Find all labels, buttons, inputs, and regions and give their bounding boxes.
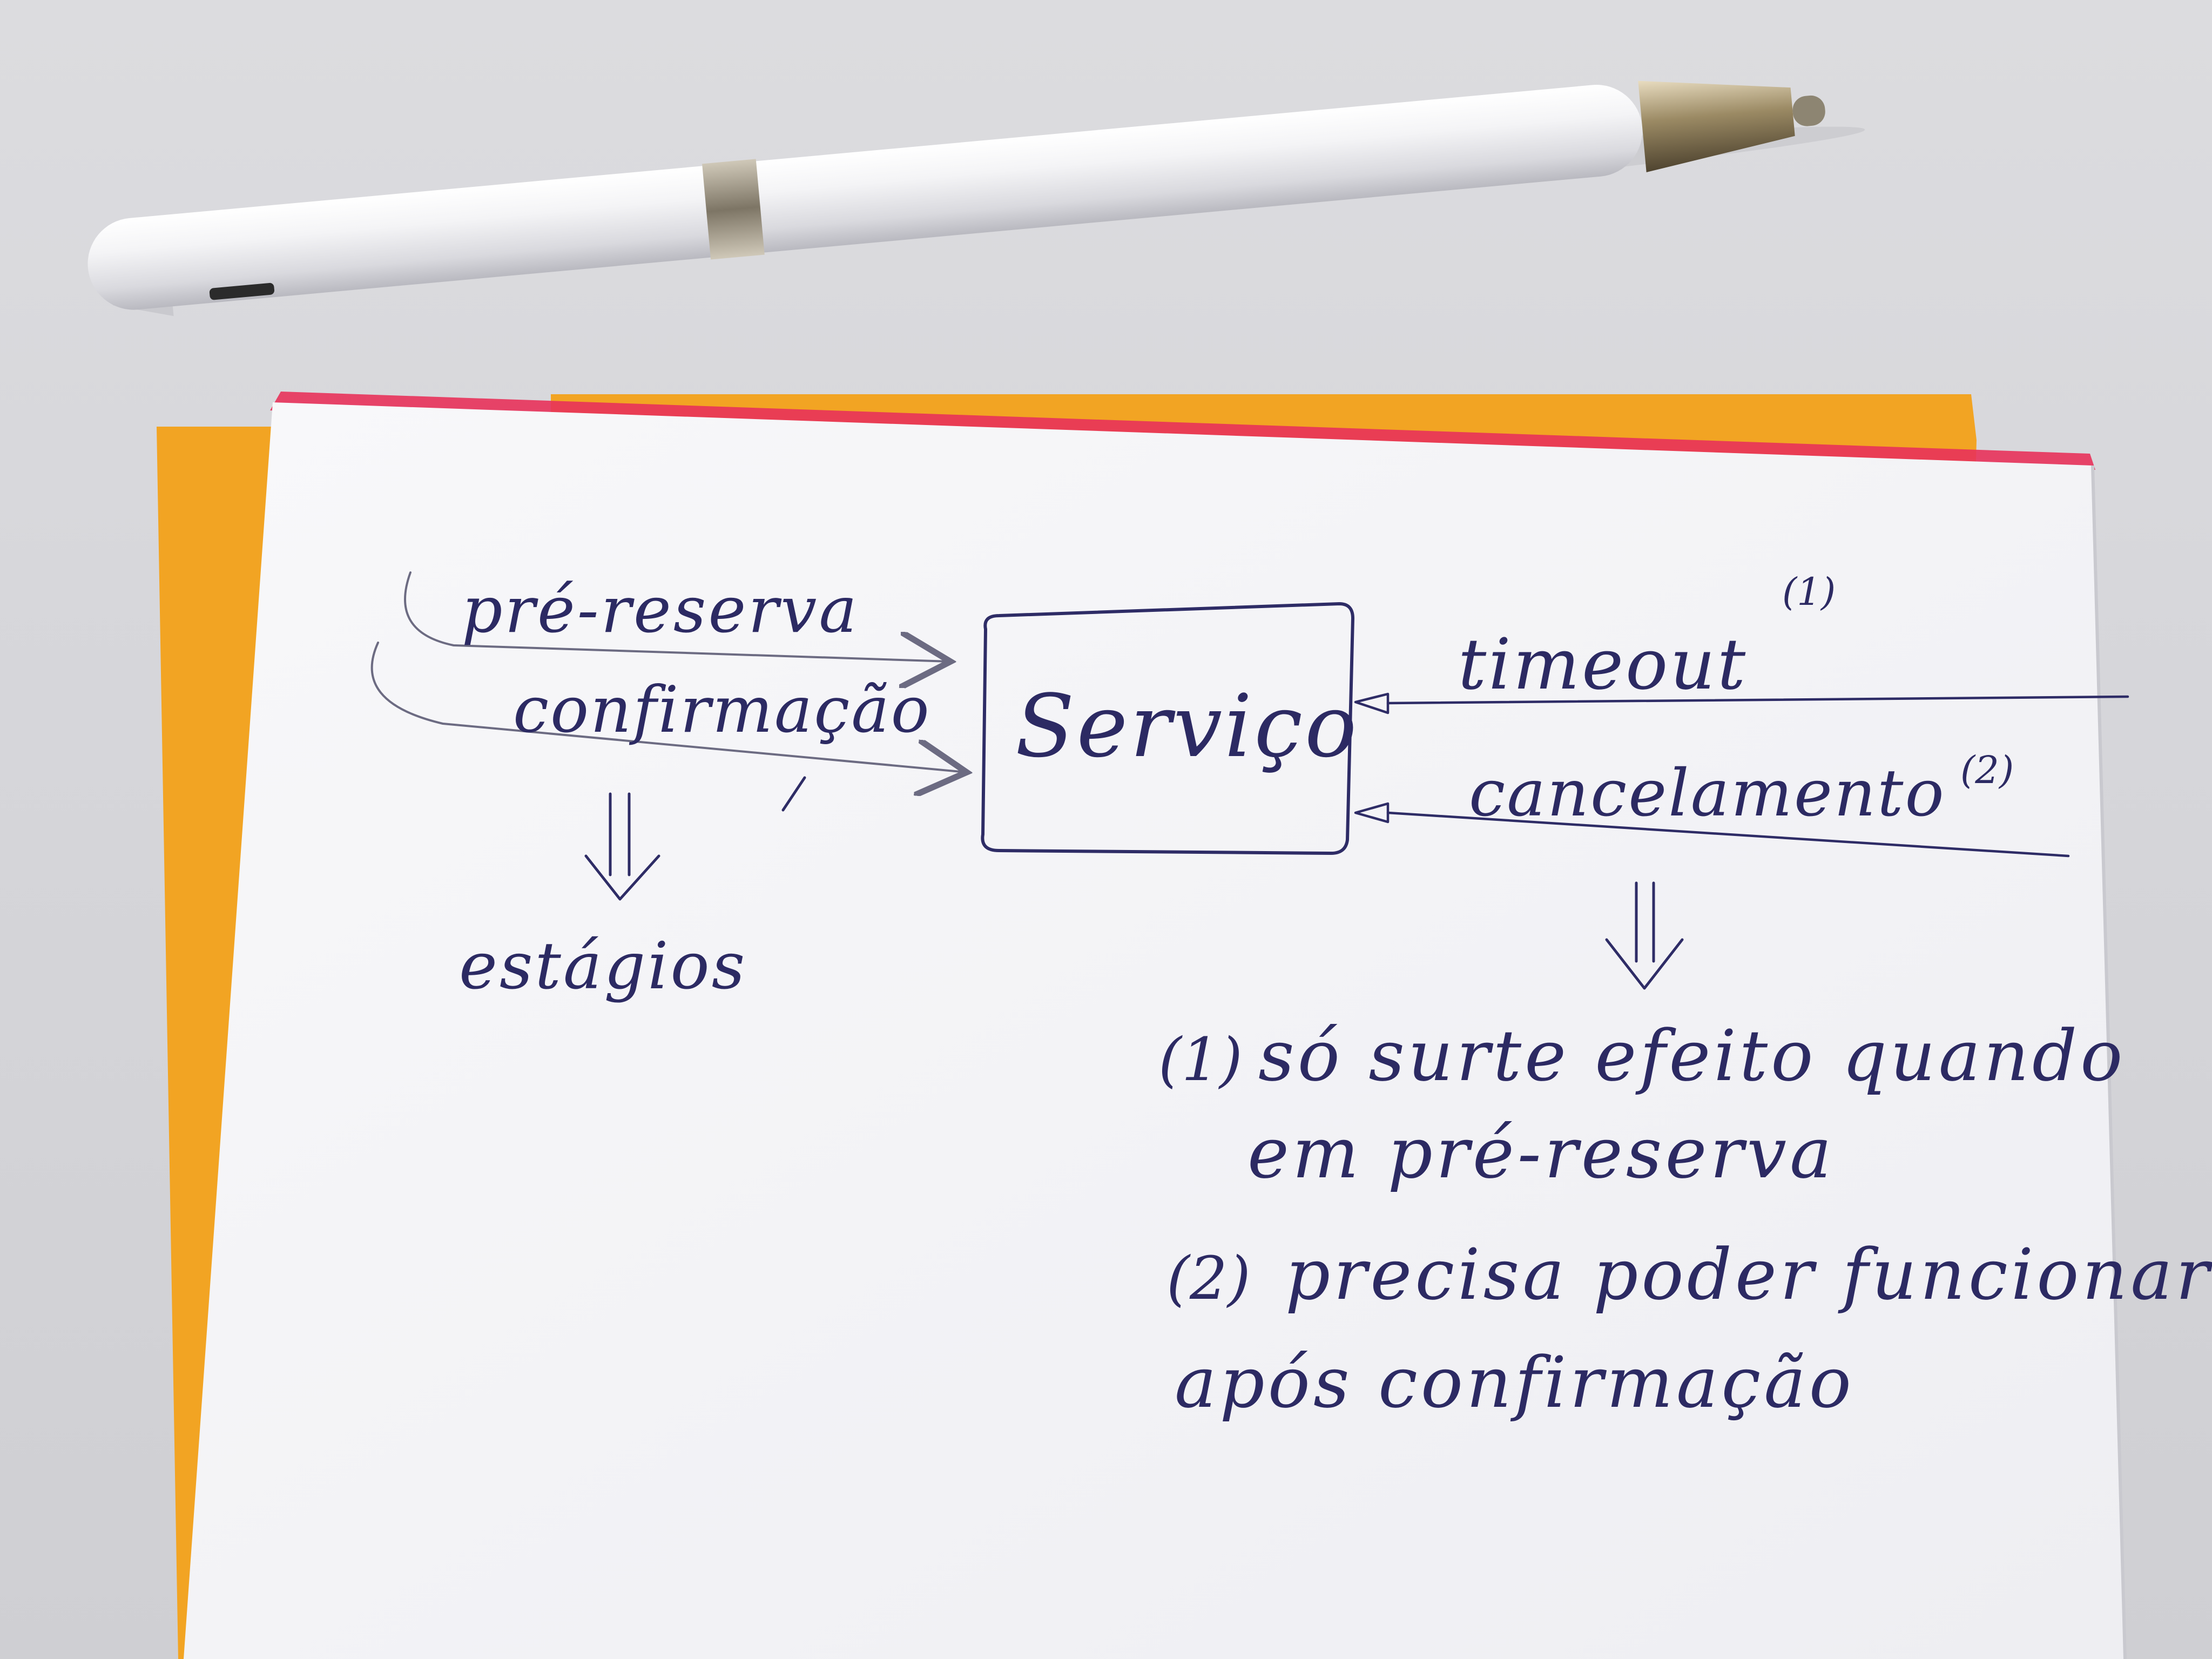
footnote-1-line-2: em pré-reserva bbox=[1247, 1112, 1835, 1194]
footnote-1: (1) só surte efeito quando em pré-reserv… bbox=[1158, 1015, 2126, 1194]
result-label-estagios: estágios bbox=[459, 929, 747, 1004]
service-label: Serviço bbox=[1015, 676, 1359, 777]
input-label-confirmacao: confirmação bbox=[513, 672, 931, 747]
pen-icon bbox=[87, 80, 1865, 316]
implies-arrow-right bbox=[1605, 881, 1684, 990]
footnote-2-line-1: precisa poder funcionar bbox=[1285, 1233, 2212, 1316]
footnote-2-marker: (2) bbox=[1166, 1244, 1251, 1313]
footnote-1-marker: (1) bbox=[1158, 1025, 1243, 1094]
footnote-2-line-2: após confirmação bbox=[1175, 1341, 1854, 1424]
event-marker-1: (1) bbox=[1782, 570, 1836, 614]
notepad bbox=[184, 402, 2125, 1659]
input-label-pre-reserva: pré-reserva bbox=[462, 572, 859, 647]
event-label-cancelamento: cancelamento bbox=[1469, 756, 1946, 831]
diagram: pré-reserva confirmação Serviço timeout … bbox=[370, 570, 2212, 1424]
footnote-2: (2) precisa poder funcionar após confirm… bbox=[1166, 1233, 2212, 1424]
event-label-timeout: timeout bbox=[1458, 623, 1748, 705]
service-box bbox=[981, 602, 1354, 855]
event-marker-2: (2) bbox=[1960, 748, 2014, 792]
footnote-1-line-1: só surte efeito quando bbox=[1258, 1015, 2126, 1097]
implies-arrow-left bbox=[584, 792, 660, 901]
